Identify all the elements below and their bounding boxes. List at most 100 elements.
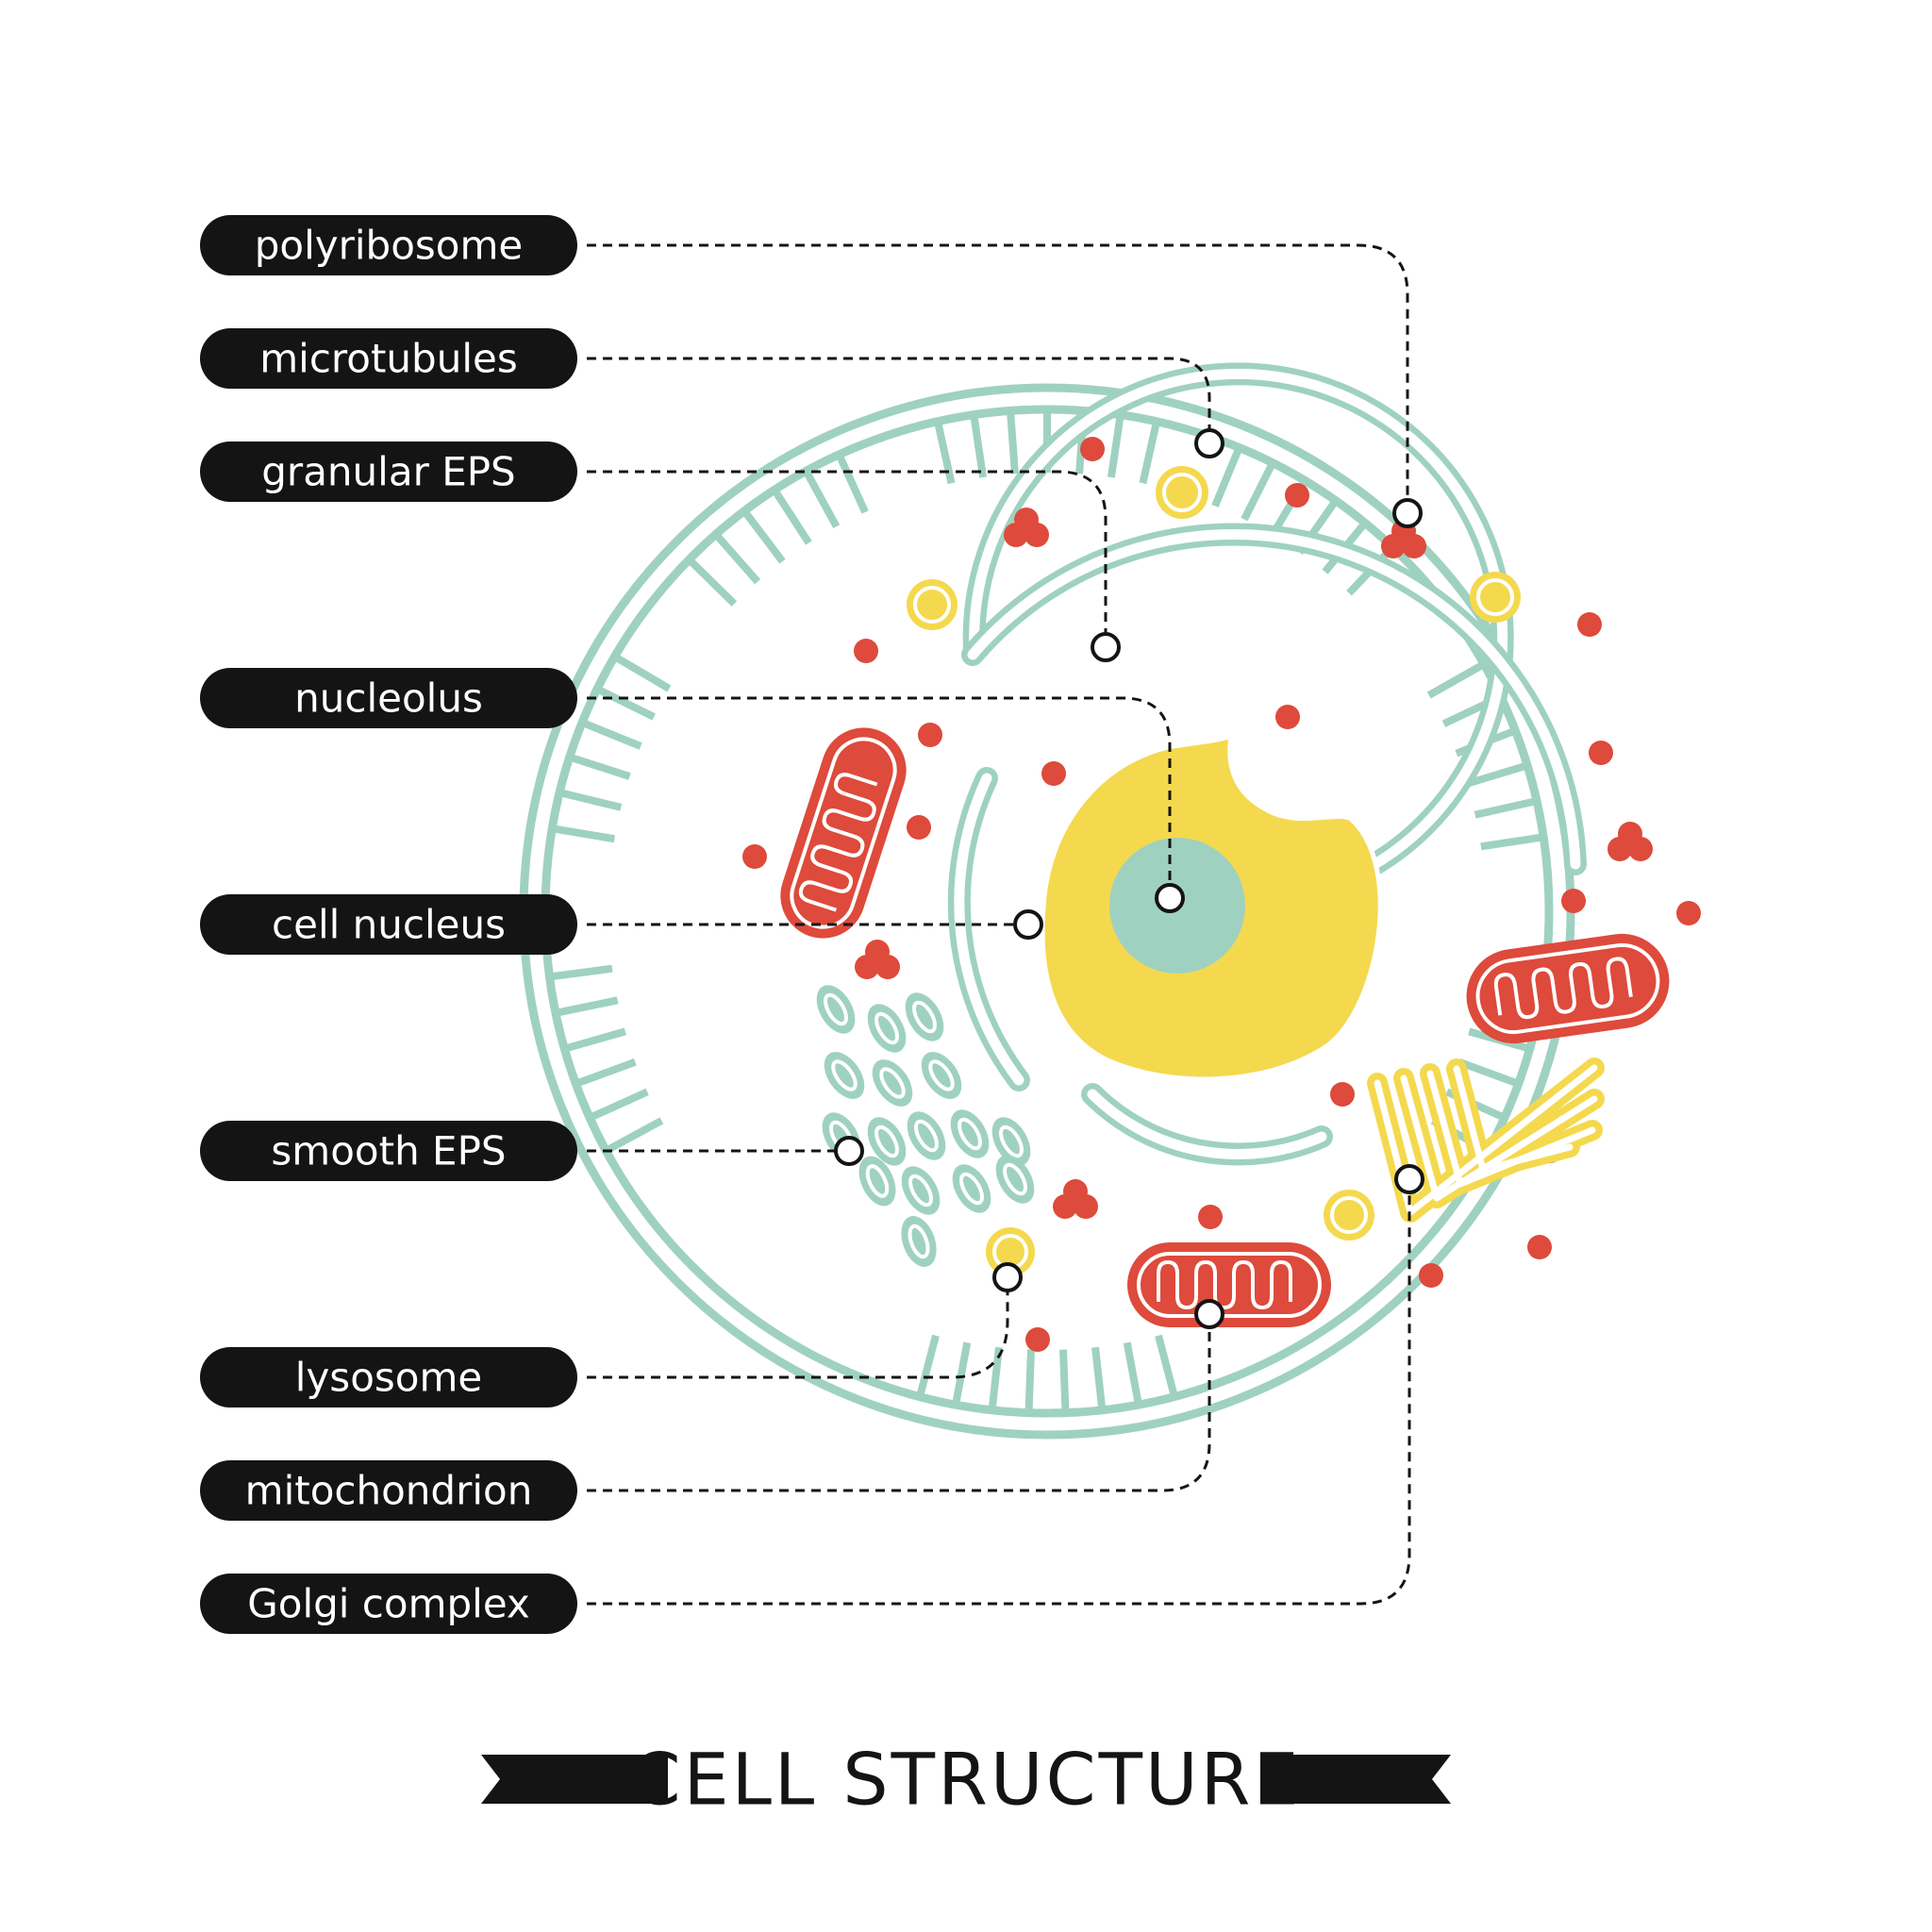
ribosome: [1676, 901, 1701, 925]
lysosome-membrane: [1476, 578, 1514, 616]
label-text: Golgi complex: [247, 1581, 530, 1627]
label-text: mitochondrion: [245, 1468, 533, 1514]
microtubule-tick: [772, 489, 812, 545]
vesicle: [824, 1052, 865, 1099]
polyribosome-unit: [875, 955, 900, 979]
microtubule-tick: [970, 416, 988, 478]
microtubule-tick: [597, 686, 656, 721]
microtubule-tick: [1426, 661, 1485, 699]
mitochondrion-bottom: [1127, 1242, 1331, 1327]
vesicle-lumen: [959, 1172, 984, 1206]
vesicle-lumen: [865, 1164, 890, 1198]
label-text: nucleolus: [294, 675, 483, 722]
microtubule-tick: [1024, 1349, 1035, 1411]
microtubule-tick: [916, 1334, 940, 1396]
vesicle-lumen: [908, 1224, 930, 1259]
vesicle: [952, 1164, 991, 1213]
microtubule-tick: [553, 824, 616, 843]
microtubule-tick: [570, 754, 631, 780]
vesicle-lumen: [999, 1124, 1024, 1158]
ribosome: [918, 723, 942, 747]
endpoint-polyribosome: [1392, 498, 1423, 528]
labels: polyribosome microtubules granular EPS n…: [200, 215, 577, 1634]
polyribosome-unit: [1053, 1194, 1077, 1219]
endpoint-golgi-complex: [1394, 1164, 1424, 1194]
microtubule-tick: [714, 533, 761, 585]
endpoint-cell-nucleus: [1013, 909, 1043, 940]
vesicle-lumen: [912, 1000, 937, 1034]
title: CELL STRUCTURE: [631, 1738, 1302, 1822]
title-banner: CELL STRUCTURE: [481, 1738, 1451, 1822]
microtubule-tick: [1474, 797, 1536, 819]
microtubule-tick: [1155, 1334, 1178, 1396]
endpoint-microtubules: [1194, 428, 1224, 458]
ribosome: [1577, 612, 1602, 637]
polyribosome-unit: [855, 955, 879, 979]
ribosome: [1198, 1205, 1223, 1229]
microtubule-tick: [1480, 833, 1542, 851]
er-arc-outer-inner: [969, 368, 1508, 905]
endpoint-mitochondrion: [1194, 1299, 1224, 1329]
leader-microtubules: [587, 357, 1211, 441]
microtubule-tick: [565, 1027, 626, 1053]
vesicle: [816, 985, 856, 1034]
microtubule-tick: [560, 789, 623, 811]
vesicle: [907, 1111, 946, 1160]
lysosome-membrane: [913, 586, 951, 624]
microtubule-tick: [1007, 412, 1019, 475]
microtubule-tick: [614, 654, 672, 692]
mitochondrion-right: [1466, 933, 1670, 1044]
label-granular-eps: granular EPS: [200, 441, 577, 502]
lysosome-membrane: [1330, 1196, 1368, 1234]
vesicle: [901, 1216, 937, 1267]
label-cell-nucleus: cell nucleus: [200, 894, 577, 955]
polyribosome-unit: [1024, 523, 1049, 547]
ribosomes: [742, 437, 1701, 1352]
microtubule-tick: [836, 455, 869, 514]
label-nucleolus: nucleolus: [200, 668, 577, 728]
ribosome: [854, 639, 878, 663]
endpoint-lysosome: [992, 1262, 1023, 1292]
vesicle-lumen: [1003, 1162, 1027, 1196]
microtubule-tick: [1123, 1341, 1142, 1404]
polyribosome-unit: [1074, 1194, 1098, 1219]
endpoint-nucleolus: [1155, 883, 1185, 913]
endoplasmic-reticulum: [947, 362, 1587, 1166]
microtubule-tick: [1457, 1058, 1519, 1087]
label-text: cell nucleus: [272, 902, 506, 948]
vesicle: [995, 1155, 1035, 1204]
microtubule-tick: [1241, 462, 1275, 522]
microtubule-tick: [1107, 416, 1124, 478]
ribosome: [1561, 889, 1586, 913]
polyribosome-unit: [1381, 534, 1406, 558]
microtubule-tick: [590, 1088, 649, 1121]
polyribosome-unit: [1004, 523, 1028, 547]
microtubule-tick: [1465, 762, 1527, 788]
microtubule-tick: [1091, 1346, 1107, 1409]
endpoint-granular-eps: [1091, 632, 1121, 662]
leader-lines: [587, 243, 1411, 1606]
leader-golgi-complex: [587, 1181, 1411, 1606]
label-text: polyribosome: [255, 223, 524, 269]
vesicle: [921, 1052, 962, 1099]
label-text: smooth EPS: [271, 1128, 506, 1174]
mitochondria: [780, 727, 1670, 1327]
polyribosome-unit: [1607, 837, 1632, 861]
ribosome: [1589, 741, 1613, 765]
microtubule-tick: [1059, 1349, 1070, 1411]
vesicle-lumen: [928, 1059, 955, 1091]
ribosome: [1275, 705, 1300, 729]
vesicle: [872, 1059, 913, 1107]
microtubule-tick: [952, 1341, 972, 1404]
microtubule-tick: [803, 471, 841, 529]
polyribosome-unit: [1402, 534, 1426, 558]
cell: [519, 362, 1701, 1440]
endpoint-smooth-eps: [834, 1136, 864, 1166]
title-ribbon-right: [1262, 1755, 1451, 1804]
leader-endpoints: [834, 428, 1424, 1329]
vesicle-lumen: [831, 1059, 858, 1091]
ribosome: [1527, 1235, 1552, 1259]
ribosome: [1330, 1082, 1355, 1107]
microtubule-tick: [582, 719, 642, 750]
